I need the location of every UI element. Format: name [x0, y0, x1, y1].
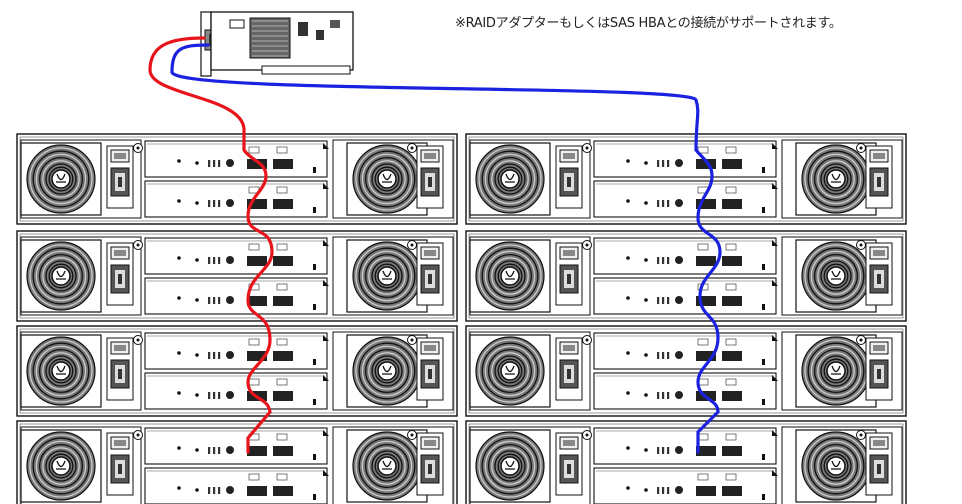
reset-button-icon: [675, 296, 683, 304]
storage-enclosure-icon: [465, 133, 907, 225]
sas-port-in: [247, 486, 267, 496]
io-module: [593, 237, 777, 275]
reset-button-icon: [226, 446, 234, 454]
sas-port-out: [273, 199, 293, 209]
sas-hba-card-icon: [200, 11, 354, 77]
sas-port-in: [696, 486, 716, 496]
pcie-connector: [261, 65, 351, 75]
sas-port-out: [273, 486, 293, 496]
sas-port-out: [722, 256, 742, 266]
chip-icon: [249, 17, 291, 59]
sas-port-in: [696, 256, 716, 266]
reset-button-icon: [226, 296, 234, 304]
io-module: [593, 277, 777, 315]
io-module: [144, 180, 328, 218]
sas-port-out: [273, 296, 293, 306]
sas-port-in: [696, 296, 716, 306]
sas-port-in: [247, 199, 267, 209]
storage-enclosure-icon: [16, 325, 458, 417]
storage-enclosure-icon: [465, 230, 907, 322]
storage-enclosure-icon: [16, 420, 458, 504]
io-module: [144, 277, 328, 315]
reset-button-icon: [226, 256, 234, 264]
sas-port-out: [722, 199, 742, 209]
sas-port-out: [722, 391, 742, 401]
sas-port-in: [696, 199, 716, 209]
reset-button-icon: [675, 159, 683, 167]
storage-enclosure-icon: [16, 133, 458, 225]
reset-button-icon: [675, 256, 683, 264]
reset-button-icon: [226, 199, 234, 207]
reset-button-icon: [675, 351, 683, 359]
io-module: [593, 180, 777, 218]
io-module: [593, 467, 777, 504]
io-module: [144, 332, 328, 370]
reset-button-icon: [226, 159, 234, 167]
cable-red: [148, 36, 274, 454]
sas-port-out: [722, 486, 742, 496]
io-module: [144, 427, 328, 465]
reset-button-icon: [675, 199, 683, 207]
io-module: [593, 427, 777, 465]
storage-enclosure-icon: [465, 325, 907, 417]
reset-button-icon: [226, 486, 234, 494]
reset-button-icon: [226, 391, 234, 399]
sas-port-out: [722, 296, 742, 306]
sas-port-in: [247, 351, 267, 361]
sas-port-in: [247, 446, 267, 456]
sas-port-out: [273, 256, 293, 266]
reset-button-icon: [226, 351, 234, 359]
sas-port-in: [696, 159, 716, 169]
sas-port-out: [273, 159, 293, 169]
io-module: [144, 372, 328, 410]
io-module: [144, 467, 328, 504]
sas-port-in: [696, 351, 716, 361]
sas-port-out: [273, 446, 293, 456]
sas-port-out: [722, 159, 742, 169]
support-note: ※RAIDアダプターもしくはSAS HBAとの接続がサポートされます。: [455, 16, 842, 31]
cable-blue: [170, 43, 722, 454]
reset-button-icon: [675, 446, 683, 454]
io-module: [144, 140, 328, 178]
storage-enclosure-icon: [16, 230, 458, 322]
io-module: [593, 140, 777, 178]
sas-port-in: [247, 159, 267, 169]
reset-button-icon: [675, 486, 683, 494]
sas-port-in: [247, 256, 267, 266]
io-module: [144, 237, 328, 275]
storage-enclosure-icon: [465, 420, 907, 504]
io-module: [593, 332, 777, 370]
reset-button-icon: [675, 391, 683, 399]
sas-port-in: [696, 446, 716, 456]
sas-port-out: [722, 446, 742, 456]
sas-port-in: [247, 296, 267, 306]
sas-port-out: [273, 351, 293, 361]
sas-port-out: [722, 351, 742, 361]
io-module: [593, 372, 777, 410]
sas-port-out: [273, 391, 293, 401]
